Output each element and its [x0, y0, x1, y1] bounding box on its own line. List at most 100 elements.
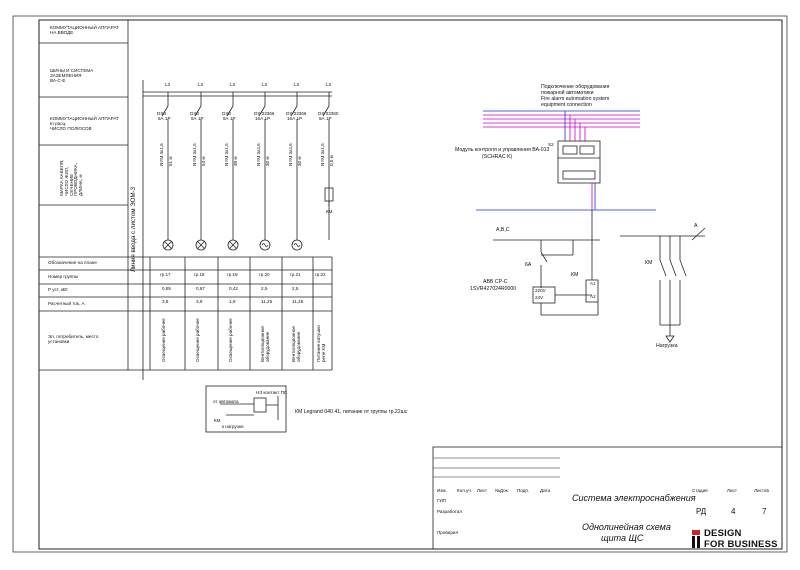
detail-from: от автомата — [213, 399, 239, 404]
row-group-label: Номер группы — [48, 274, 79, 279]
tb-list-h: Лист — [727, 488, 737, 493]
group-number: гр.20 — [259, 272, 270, 277]
lamp-icon-cross — [164, 241, 172, 249]
group-cable-type: NYM 3х2,5 — [288, 143, 293, 166]
module-line1: Модуль контроля и управления ВА-013 — [455, 147, 550, 153]
group-consumer: Освещение рабочее — [228, 318, 233, 362]
module-line2: (SCHRAC K) — [482, 154, 513, 160]
group-number: гр.19 — [227, 272, 238, 277]
group-cable-type: NYM 3х2,5 — [256, 143, 261, 166]
group-cable-type: NYM 3х1,5 — [224, 143, 229, 166]
lamp-icon-cross — [197, 241, 205, 249]
group-power: 0,85 — [162, 286, 171, 291]
s2-label: S2 — [548, 142, 554, 147]
load-label: Нагрузка — [656, 343, 678, 349]
group-phase: L3 — [230, 82, 236, 87]
group-breaker-rating: 16А 1Р — [255, 116, 271, 121]
group-cable-type: NYM 3х1,5 — [320, 143, 325, 166]
group-current: 1,9 — [229, 299, 236, 304]
design-for-business-logo: DESIGN FOR BUSINESS — [692, 528, 784, 550]
feed-line-label: Линия ввода с листом ЭОМ-3 — [130, 186, 137, 272]
lamp-icon-cross — [229, 241, 237, 249]
ac-load-icon — [259, 239, 271, 251]
group-cable-length: 54 м — [201, 156, 206, 166]
row-breaker-line3: ЧИСЛО ПОЛЮСОВ — [50, 126, 92, 131]
group-consumer: Вентиляционное оборудование — [291, 326, 301, 362]
group-breaker-rating: 16А 1Р — [287, 116, 303, 121]
group-phase: L3 — [262, 82, 268, 87]
group-power: 2,5 — [292, 286, 299, 291]
group-breaker-type: DX 03366 — [286, 111, 307, 116]
ac-load-wave — [293, 243, 301, 247]
logo-line2: FOR BUSINESS — [704, 539, 778, 550]
group-cable-type: NYM 3х1,5 — [159, 143, 164, 166]
breaker-6a-label: 6А — [525, 262, 532, 268]
group-cable-length: 39 м — [233, 156, 238, 166]
logo-mark-icon — [692, 530, 700, 548]
group-breaker-contact-6 — [322, 105, 330, 117]
group-phase: L3 — [165, 82, 171, 87]
row-input-breaker: КОММУТАЦИОННЫЙ АППАРАТ НА ВВОДЕ — [50, 25, 119, 35]
group-breaker-contact-5 — [290, 105, 298, 117]
km-coil-label: КМ — [326, 209, 333, 214]
km-a2: A2 — [590, 294, 596, 299]
group-number: гр.21 — [290, 272, 301, 277]
abb-24v: 24V — [535, 295, 544, 300]
group-number: гр.18 — [194, 272, 205, 277]
lamp-icon — [195, 239, 207, 251]
tb-h-izm: Изм. — [437, 488, 447, 493]
detail-nagr: к нагрузке — [222, 424, 244, 429]
group-breaker-rating: 6А 1Р — [223, 116, 236, 121]
group-breaker-type: DX 03366 — [254, 111, 275, 116]
tb-listov: 7 — [762, 507, 767, 516]
legrand-note: КМ Legrand 040 41, питание от группы гр.… — [295, 409, 408, 415]
row-consumer-label: Эл. потребитель, место установки — [48, 334, 99, 344]
group-power: 0,42 — [229, 286, 238, 291]
row-bus-line2: ЗАЗЕМЛЕНИЯ — [50, 73, 82, 78]
group-current: 11,25 — [261, 299, 273, 304]
tb-razrab: Разработал — [437, 509, 463, 514]
group-current: 11,25 — [292, 299, 304, 304]
group-breaker-type: DX3 — [222, 111, 231, 116]
group-breaker-rating: 6А 1Р — [158, 116, 171, 121]
row-bus-line3: ВА-С-Е — [50, 78, 66, 83]
group-current: 3,8 — [162, 299, 169, 304]
group-number: гр.17 — [160, 272, 171, 277]
detail-nz: НЗ контакт ПС — [256, 390, 288, 395]
tb-h-list: Лист — [477, 488, 487, 493]
fire-line1: Подключение оборудования — [541, 84, 610, 90]
tb-h-doc: №Док. — [495, 488, 509, 493]
lamp-icon — [227, 239, 239, 251]
group-consumer: Освещение рабочее — [195, 318, 200, 362]
group-power: 2,5 — [261, 286, 268, 291]
km-relay-label: КМ — [571, 272, 579, 278]
abb-part: 1SVR427024R0000 — [470, 286, 517, 292]
lamp-icon — [162, 239, 174, 251]
row-breaker-line1: КОММУТАЦИОННЫЙ АППАРАТ — [50, 116, 119, 121]
row-plan-label: Обозначение на плане — [48, 260, 97, 265]
group-cable-length: 51 м — [168, 156, 173, 166]
group-phase: L3 — [326, 82, 332, 87]
group-current: 3,9 — [196, 299, 203, 304]
group-consumer: Вентиляционное оборудование — [260, 326, 270, 362]
km-contacts-label: КМ — [645, 260, 653, 266]
ac-load-icon — [291, 239, 303, 251]
group-number: гр.22 — [315, 272, 326, 277]
line-abc-label: A,B,C — [496, 227, 510, 233]
logo-line1: DESIGN — [704, 528, 742, 539]
abb-model: ABB CP-C — [483, 279, 508, 285]
drawing-frame — [38, 19, 783, 550]
tb-listov-h: Листов — [754, 488, 769, 493]
row-current-label: Расчетный ток, А — [48, 301, 85, 306]
group-breaker-contact-4 — [258, 105, 266, 117]
detail-km: КМ — [214, 418, 221, 423]
row-breaker-line2: Iн расц. — [50, 121, 67, 126]
tb-doc-line2: щита ЩС — [601, 533, 644, 543]
group-breaker-type: DX3 — [157, 111, 166, 116]
tb-list: 4 — [731, 507, 736, 516]
group-cable-length: 30 м — [265, 156, 270, 166]
tb-h-data: Дата — [540, 488, 551, 493]
tb-stadia-h: Стадия — [692, 488, 708, 493]
group-cable-length: 0,5 м — [329, 155, 334, 166]
